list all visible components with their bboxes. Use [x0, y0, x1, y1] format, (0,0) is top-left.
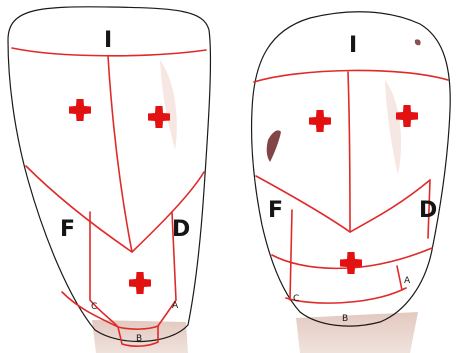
right-label-c: C: [293, 294, 299, 304]
left-crown: [8, 7, 210, 342]
right-crown: [252, 12, 451, 326]
left-highlight: [160, 60, 177, 150]
right-label-b: B: [342, 314, 348, 324]
left-label-f: F: [60, 217, 75, 242]
right-tooth: I F D A B C: [252, 12, 451, 353]
right-label-a: A: [404, 276, 411, 286]
right-highlight: [385, 80, 401, 175]
left-label-b: B: [136, 334, 142, 344]
right-lower-band: [286, 288, 406, 303]
right-label-d: D: [419, 198, 437, 223]
right-incisal-boundary: [254, 70, 448, 82]
left-label-c: C: [91, 302, 97, 312]
left-label-a: A: [172, 301, 179, 311]
right-marker-3: [340, 252, 362, 274]
right-f-vertical: [290, 210, 292, 300]
left-marker-1: [69, 99, 91, 121]
left-marker-3: [129, 272, 151, 294]
left-label-incisal: I: [104, 28, 112, 53]
right-middle-divider: [348, 72, 350, 232]
right-label-incisal: I: [349, 33, 357, 58]
right-label-f: F: [268, 198, 283, 223]
right-stain-2: [415, 39, 421, 45]
left-label-d: D: [172, 217, 190, 242]
left-tooth: I F D A B C: [8, 7, 210, 353]
right-root: [296, 312, 418, 353]
right-stain: [267, 130, 281, 162]
left-middle-divider: [108, 56, 132, 252]
right-marker-1: [309, 110, 331, 132]
right-a-vertical: [397, 266, 402, 290]
